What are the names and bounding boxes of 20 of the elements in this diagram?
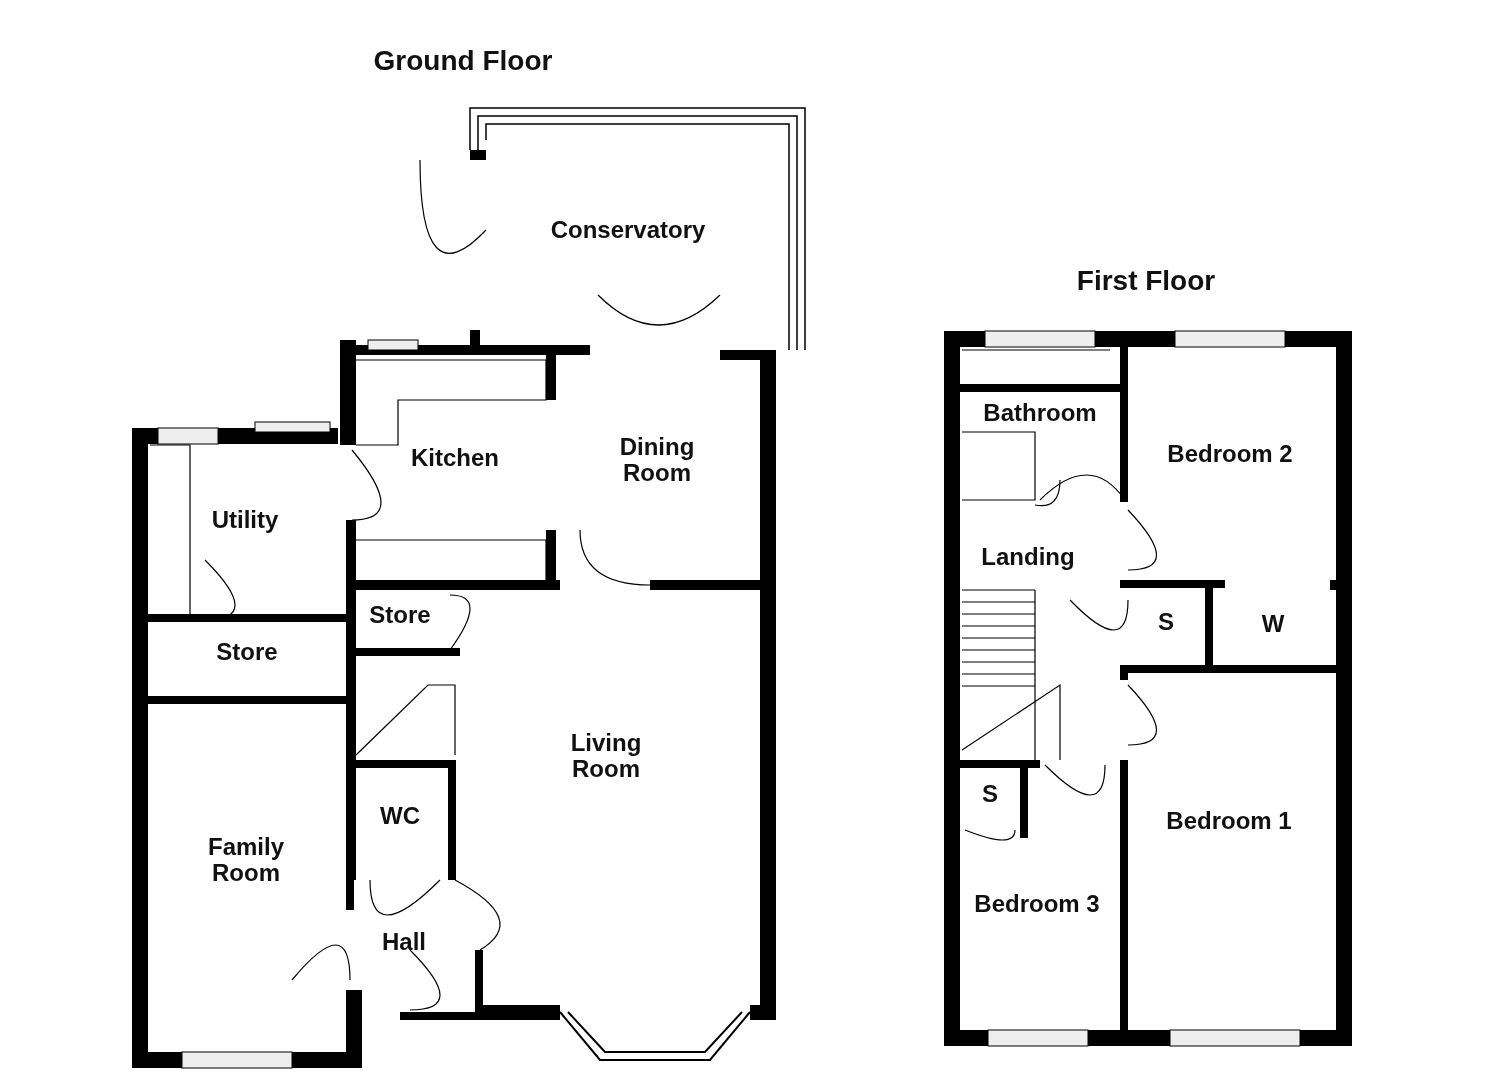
room-label: WC	[380, 803, 420, 829]
room-label: Landing	[981, 544, 1075, 570]
floor-heading: Ground Floor	[373, 48, 553, 74]
room-label: Family Room	[191, 834, 301, 886]
room-label: Bedroom 3	[974, 891, 1100, 917]
room-label: Bedroom 2	[1167, 441, 1293, 467]
room-label: Store	[369, 602, 431, 628]
room-label: Bathroom	[983, 400, 1097, 426]
room-label: S	[982, 781, 998, 807]
room-label: Conservatory	[550, 217, 706, 243]
floor-heading: First Floor	[1076, 268, 1216, 294]
room-label: S	[1158, 609, 1174, 635]
room-label: Living Room	[551, 730, 661, 782]
room-label: Dining Room	[602, 434, 712, 486]
room-label: Hall	[382, 929, 426, 955]
room-label: Kitchen	[411, 445, 499, 471]
room-label: Bedroom 1	[1166, 808, 1292, 834]
room-label: W	[1261, 611, 1285, 637]
room-label: Utility	[211, 507, 279, 533]
room-label: Store	[216, 639, 278, 665]
